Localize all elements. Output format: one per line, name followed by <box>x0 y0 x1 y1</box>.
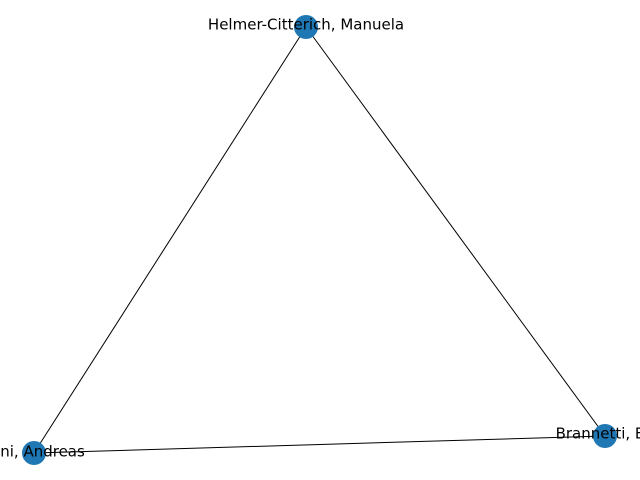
node-brannetti <box>593 424 617 448</box>
edge-helmer-brannetti <box>305 26 606 437</box>
node-zoni <box>22 441 46 465</box>
node-label-zoni: zoni, Andreas <box>0 443 85 461</box>
node-label-brannetti: Brannetti, Ba <box>556 425 640 443</box>
nodes-layer <box>22 15 617 465</box>
node-helmer <box>294 15 318 39</box>
node-label-helmer: Helmer-Citterich, Manuela <box>208 16 404 34</box>
edge-zoni-brannetti <box>33 435 606 454</box>
labels-layer: Helmer-Citterich, Manuela zoni, Andreas Br… <box>0 16 640 461</box>
edges-layer <box>33 26 606 454</box>
edge-helmer-zoni <box>33 26 307 454</box>
